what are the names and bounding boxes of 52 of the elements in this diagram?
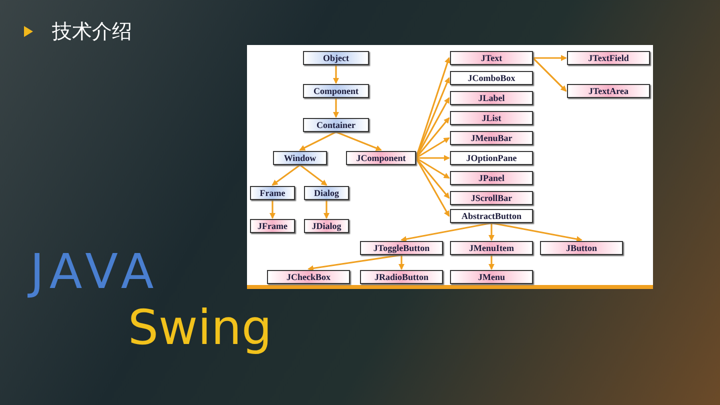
- arrow: [333, 98, 339, 118]
- arrow: [532, 57, 567, 92]
- class-box: JPanel: [450, 171, 533, 185]
- arrow: [415, 97, 450, 158]
- class-box: Object: [303, 51, 369, 65]
- arrow: [415, 158, 450, 199]
- class-box: JLabel: [450, 91, 533, 105]
- arrow: [416, 137, 450, 159]
- class-box: Window: [273, 151, 327, 165]
- arrow: [491, 222, 582, 242]
- arrow: [488, 255, 494, 270]
- class-box: JTextField: [567, 51, 650, 65]
- arrow: [300, 164, 328, 186]
- slide-heading-text: JAVA: [30, 244, 160, 300]
- class-box: JToggleButton: [360, 241, 443, 255]
- class-box: JMenu: [450, 270, 533, 284]
- arrow: [533, 55, 567, 61]
- class-box: JCheckBox: [267, 270, 350, 284]
- arrow: [415, 158, 450, 217]
- class-box: JMenuItem: [450, 241, 533, 255]
- arrow: [272, 164, 300, 186]
- class-box: AbstractButton: [450, 209, 533, 223]
- arrow: [308, 254, 402, 272]
- slide-title: 技术介绍: [52, 18, 132, 44]
- class-box: JComboBox: [450, 71, 533, 85]
- arrow: [336, 131, 382, 151]
- arrow: [299, 131, 336, 151]
- arrow: [324, 200, 330, 219]
- arrow: [416, 155, 450, 161]
- class-box: JFrame: [250, 219, 295, 233]
- class-box: JComponent: [346, 151, 416, 165]
- class-box: JTextArea: [567, 84, 650, 98]
- class-box: Container: [303, 118, 369, 132]
- class-box: JDialog: [304, 219, 349, 233]
- class-box: JMenuBar: [450, 131, 533, 145]
- arrow: [398, 255, 404, 270]
- arrow: [333, 65, 339, 84]
- class-box: JText: [450, 51, 533, 65]
- arrow: [270, 200, 276, 219]
- arrow: [488, 223, 494, 241]
- class-box: JRadioButton: [360, 270, 443, 284]
- slide-heading-text: Swing: [128, 300, 272, 356]
- arrow: [400, 222, 492, 242]
- class-box: Frame: [250, 186, 295, 200]
- class-box: Dialog: [304, 186, 349, 200]
- class-box: JScrollBar: [450, 191, 533, 205]
- class-box: JOptionPane: [450, 151, 533, 165]
- class-box: JButton: [540, 241, 623, 255]
- class-box: Component: [303, 84, 369, 98]
- class-box: JList: [450, 111, 533, 125]
- arrow: [416, 157, 450, 179]
- arrow: [415, 117, 450, 158]
